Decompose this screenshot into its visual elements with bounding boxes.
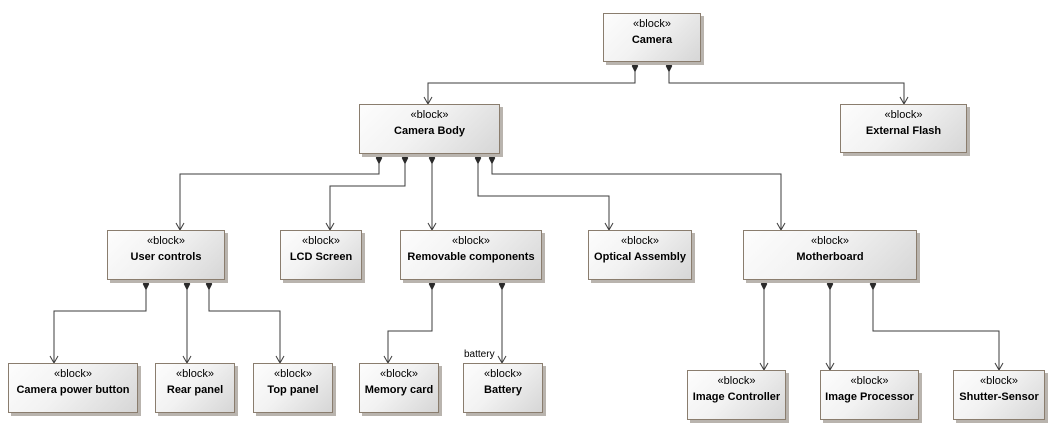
composition-diamond-icon xyxy=(488,151,496,165)
stereotype-label: «block» xyxy=(54,368,92,380)
composition-diamond-icon xyxy=(869,277,877,291)
block-name: Rear panel xyxy=(166,384,224,396)
block-name: Image Processor xyxy=(825,391,914,403)
composition-diamond-icon xyxy=(474,151,482,165)
block-name: Camera Body xyxy=(394,125,465,137)
stereotype-label: «block» xyxy=(980,375,1018,387)
block-user-controls[interactable]: «block» User controls xyxy=(107,230,225,280)
composition-diamond-icon xyxy=(142,277,150,291)
role-label-battery: battery xyxy=(464,349,495,360)
composition-diamond-icon xyxy=(183,277,191,291)
composition-diamond-icon xyxy=(375,151,383,165)
stereotype-label: «block» xyxy=(484,368,522,380)
stereotype-label: «block» xyxy=(633,18,671,30)
connector-removable-components-to-memory-card xyxy=(383,284,433,365)
stereotype-label: «block» xyxy=(717,375,756,387)
stereotype-label: «block» xyxy=(850,375,889,387)
block-name: Camera xyxy=(631,34,673,46)
block-camera[interactable]: «block» Camera xyxy=(603,13,701,62)
composition-diamond-icon xyxy=(428,277,436,291)
composition-diamond-icon xyxy=(205,277,213,291)
block-image-controller[interactable]: «block» Image Controller xyxy=(687,370,786,420)
block-name: User controls xyxy=(130,251,202,263)
block-name: Memory card xyxy=(364,384,434,396)
block-name: Motherboard xyxy=(796,251,864,263)
connector-motherboard-to-shutter-sensor xyxy=(872,284,1004,372)
block-name: External Flash xyxy=(865,125,942,137)
block-top-panel[interactable]: «block» Top panel xyxy=(253,363,333,413)
connector-camera-body-to-optical-assembly xyxy=(477,158,614,232)
stereotype-label: «block» xyxy=(380,368,418,380)
stereotype-label: «block» xyxy=(884,109,923,121)
block-motherboard[interactable]: «block» Motherboard xyxy=(743,230,917,280)
composition-diamond-icon xyxy=(760,277,768,291)
block-battery[interactable]: «block» Battery xyxy=(463,363,543,413)
connector-camera-body-to-user-controls xyxy=(175,158,380,232)
composition-diamond-icon xyxy=(498,277,506,291)
block-name: Battery xyxy=(484,384,522,396)
block-name: Shutter-Sensor xyxy=(959,391,1039,403)
block-camera-power-button[interactable]: «block» Camera power button xyxy=(8,363,138,413)
block-name: Removable components xyxy=(407,251,535,263)
connector-camera-body-to-motherboard xyxy=(491,158,786,232)
block-rear-panel[interactable]: «block» Rear panel xyxy=(155,363,235,413)
block-memory-card[interactable]: «block» Memory card xyxy=(359,363,439,413)
stereotype-label: «block» xyxy=(302,235,340,247)
composition-diamond-icon xyxy=(428,151,436,165)
block-name: Camera power button xyxy=(16,384,130,396)
block-external-flash[interactable]: «block» External Flash xyxy=(840,104,967,153)
block-shutter-sensor[interactable]: «block» Shutter-Sensor xyxy=(953,370,1045,420)
block-optical-assembly[interactable]: «block» Optical Assembly xyxy=(588,230,692,280)
stereotype-label: «block» xyxy=(621,235,659,247)
composition-diamond-icon xyxy=(826,277,834,291)
connector-camera-to-external-flash xyxy=(668,66,909,106)
stereotype-label: «block» xyxy=(147,235,185,247)
block-name: Top panel xyxy=(267,384,319,396)
block-lcd-screen[interactable]: «block» LCD Screen xyxy=(280,230,362,280)
connector-user-controls-to-camera-power-button xyxy=(49,284,147,365)
composition-diamond-icon xyxy=(401,151,409,165)
block-image-processor[interactable]: «block» Image Processor xyxy=(820,370,919,420)
connector-camera-to-camera-body xyxy=(423,66,636,106)
composition-diamond-icon xyxy=(665,59,673,73)
block-name: Image Controller xyxy=(692,391,781,403)
stereotype-label: «block» xyxy=(410,109,449,121)
connector-user-controls-to-top-panel xyxy=(208,284,285,365)
stereotype-label: «block» xyxy=(811,235,849,247)
block-name: LCD Screen xyxy=(289,251,353,263)
composition-diamond-icon xyxy=(631,59,639,73)
block-removable-components[interactable]: «block» Removable components xyxy=(400,230,542,280)
stereotype-label: «block» xyxy=(176,368,214,380)
block-camera-body[interactable]: «block» Camera Body xyxy=(359,104,500,154)
stereotype-label: «block» xyxy=(274,368,312,380)
connector-camera-body-to-lcd-screen xyxy=(325,158,406,232)
stereotype-label: «block» xyxy=(452,235,490,247)
block-name: Optical Assembly xyxy=(594,251,686,263)
